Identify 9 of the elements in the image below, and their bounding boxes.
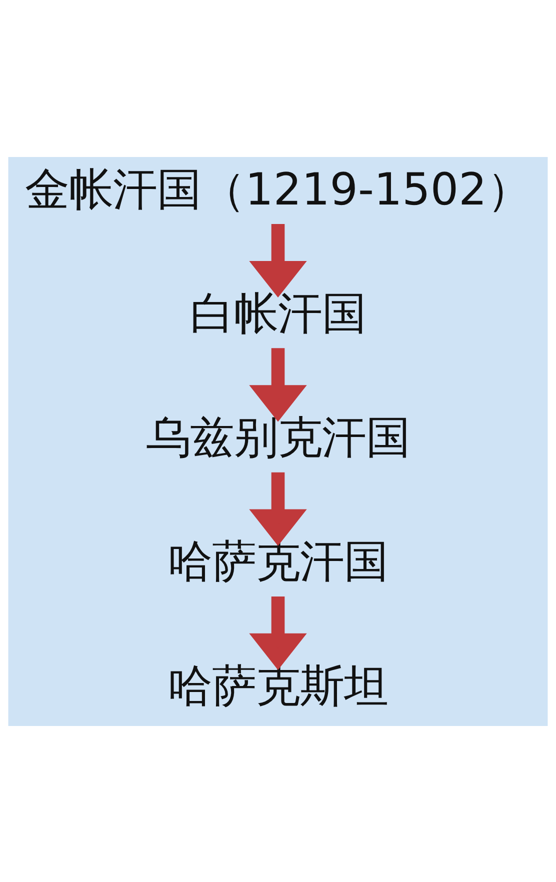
arrow [249, 348, 307, 422]
node-text: 哈萨克斯坦 [168, 660, 388, 712]
node-text: 金帐汗国（1219-1502） [25, 164, 531, 215]
arrow [249, 596, 307, 670]
node-text: 哈萨克汗国 [168, 536, 388, 588]
arrow [249, 224, 307, 298]
node-text: 白帐汗国 [190, 288, 366, 339]
node-text: 乌兹别克汗国 [146, 412, 410, 464]
arrow [249, 472, 307, 546]
